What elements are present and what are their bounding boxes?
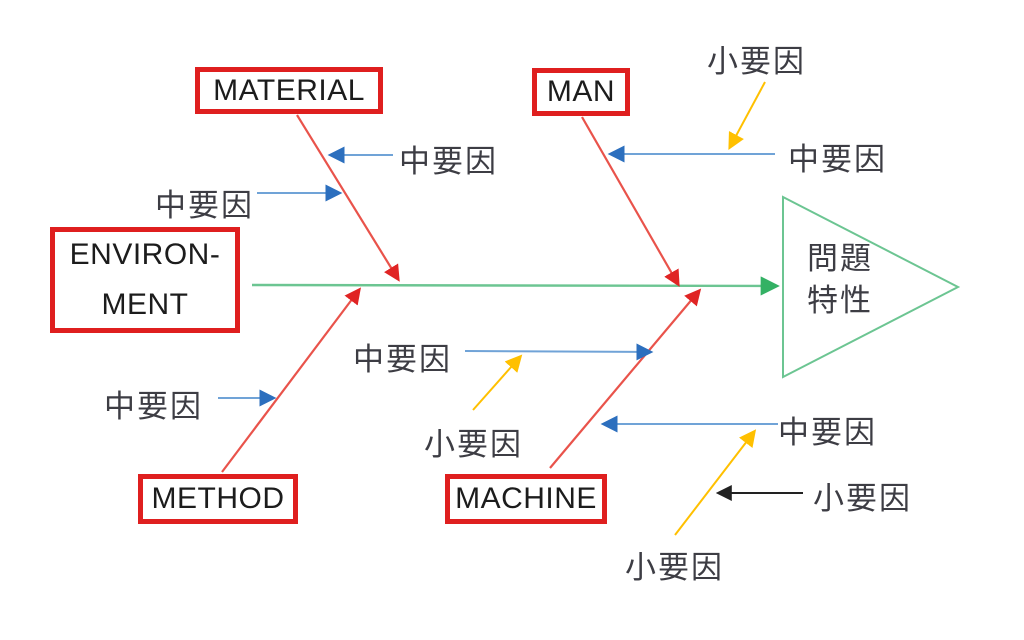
minor-factor-arrow-middle [472,354,523,411]
effect-triangle [782,195,961,379]
medium-factor-label-machine-left: 中要因 [353,342,452,377]
category-box-material: MATERIAL [195,67,383,114]
minor-factor-label-black: 小要因 [813,481,912,516]
category-box-environment: ENVIRON- MENT [50,227,240,333]
category-label-method: METHOD [151,482,285,515]
category-box-method: METHOD [138,474,298,524]
medium-factor-label-man: 中要因 [788,142,887,177]
medium-factor-label-machine-right: 中要因 [778,415,877,450]
minor-factor-arrow-top [728,81,766,150]
category-box-man: MAN [532,68,630,116]
minor-factor-label-bottom: 小要因 [625,550,724,585]
material-bone [296,114,400,282]
category-label-man: MAN [546,75,616,108]
category-label-machine: MACHINE [455,482,597,515]
spine-arrow [251,276,780,296]
medium-factor-label-material-left: 中要因 [155,188,254,223]
method-bone [221,287,361,473]
medium-factor-label-method: 中要因 [104,389,203,424]
medium-factor-label-material-right: 中要因 [399,144,498,179]
category-label-environment-line2: MENT [101,288,189,321]
effect-label-line2: 特性 [807,283,873,318]
category-label-material: MATERIAL [213,73,365,107]
machine-bone [549,288,702,469]
category-box-machine: MACHINE [445,474,607,524]
minor-factor-label-middle: 小要因 [424,427,523,462]
minor-factor-arrow-bottom [674,429,757,536]
man-bone [581,116,680,287]
effect-label-line1: 問題 [807,241,873,276]
category-label-environment-line1: ENVIRON- [69,238,221,271]
minor-factor-label-top: 小要因 [707,44,806,79]
medium-factor-arrow-machine-left [464,343,654,361]
effect-label: 問題 特性 [786,238,894,322]
